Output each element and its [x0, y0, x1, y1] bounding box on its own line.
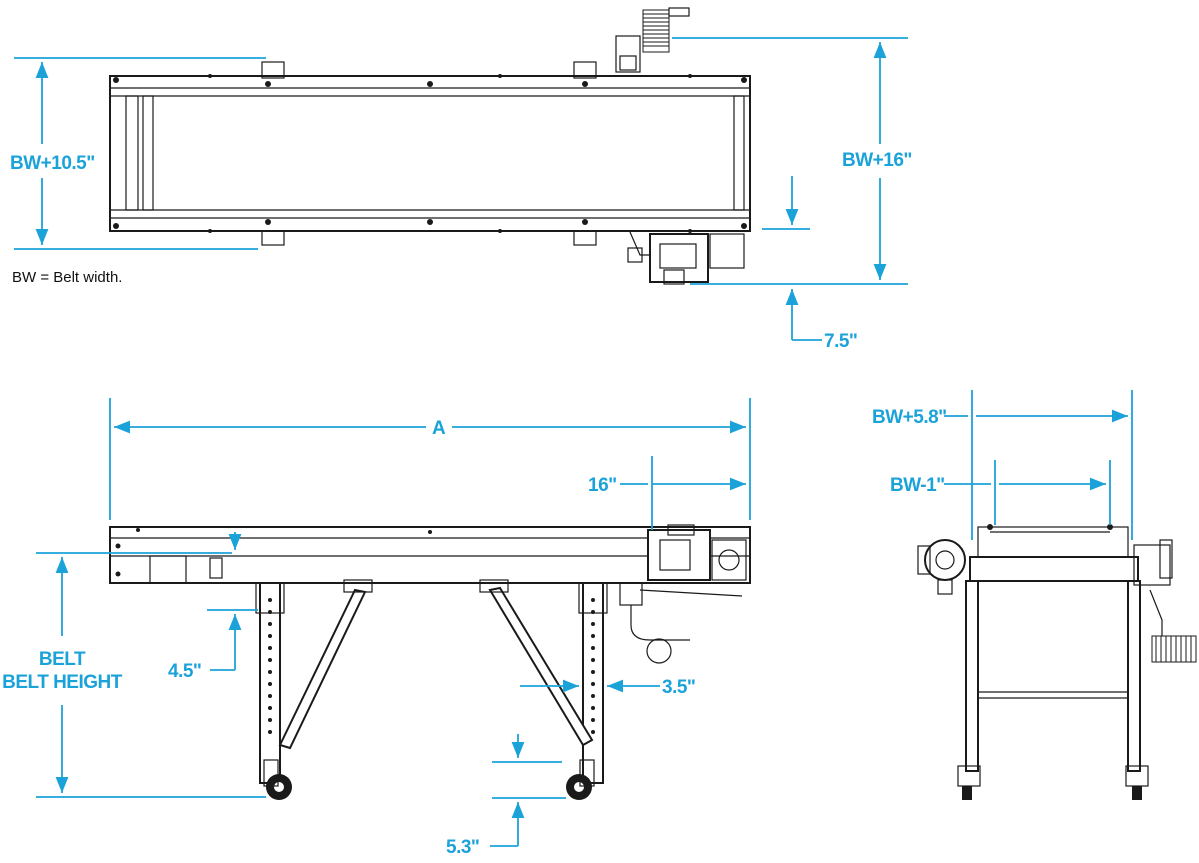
- end-view: [917, 524, 1197, 800]
- dim-overall-length: A: [109, 398, 751, 520]
- label-4-5: 4.5": [168, 661, 201, 682]
- label-bw-5-8: BW+5.8": [872, 407, 947, 428]
- label-7-5: 7.5": [824, 331, 857, 352]
- label-bw-1: BW-1": [890, 475, 945, 496]
- belt-width-note: BW = Belt width.: [12, 269, 122, 286]
- dim-end-inner-width: BW-1": [890, 460, 1111, 525]
- label-3-5: 3.5": [662, 677, 695, 698]
- label-belt: BELT: [39, 649, 86, 670]
- dim-top-right: BW+16": [672, 37, 912, 285]
- label-5-3: 5.3": [446, 837, 479, 858]
- dim-end-overall-width: BW+5.8": [872, 390, 1133, 540]
- label-bw-10-5: BW+10.5": [10, 153, 95, 174]
- dim-belt-height: BELT BELT HEIGHT: [2, 552, 266, 798]
- label-belt-height: BELT HEIGHT: [2, 672, 123, 693]
- side-view: [109, 524, 751, 800]
- side-frame: [109, 526, 751, 584]
- label-bw-16: BW+16": [842, 150, 912, 171]
- dim-top-left: BW+10.5": [10, 57, 266, 250]
- label-16: 16": [588, 475, 617, 496]
- top-view: [109, 7, 751, 285]
- dim-motor-offset: 7.5": [762, 176, 858, 352]
- label-a: A: [432, 418, 446, 439]
- dim-leg-offset: 4.5": [168, 532, 258, 682]
- dim-drive-length: 16": [588, 456, 746, 530]
- dim-leg-width: 3.5": [520, 677, 696, 698]
- dim-caster: 5.3": [446, 734, 566, 858]
- top-frame: [109, 75, 751, 232]
